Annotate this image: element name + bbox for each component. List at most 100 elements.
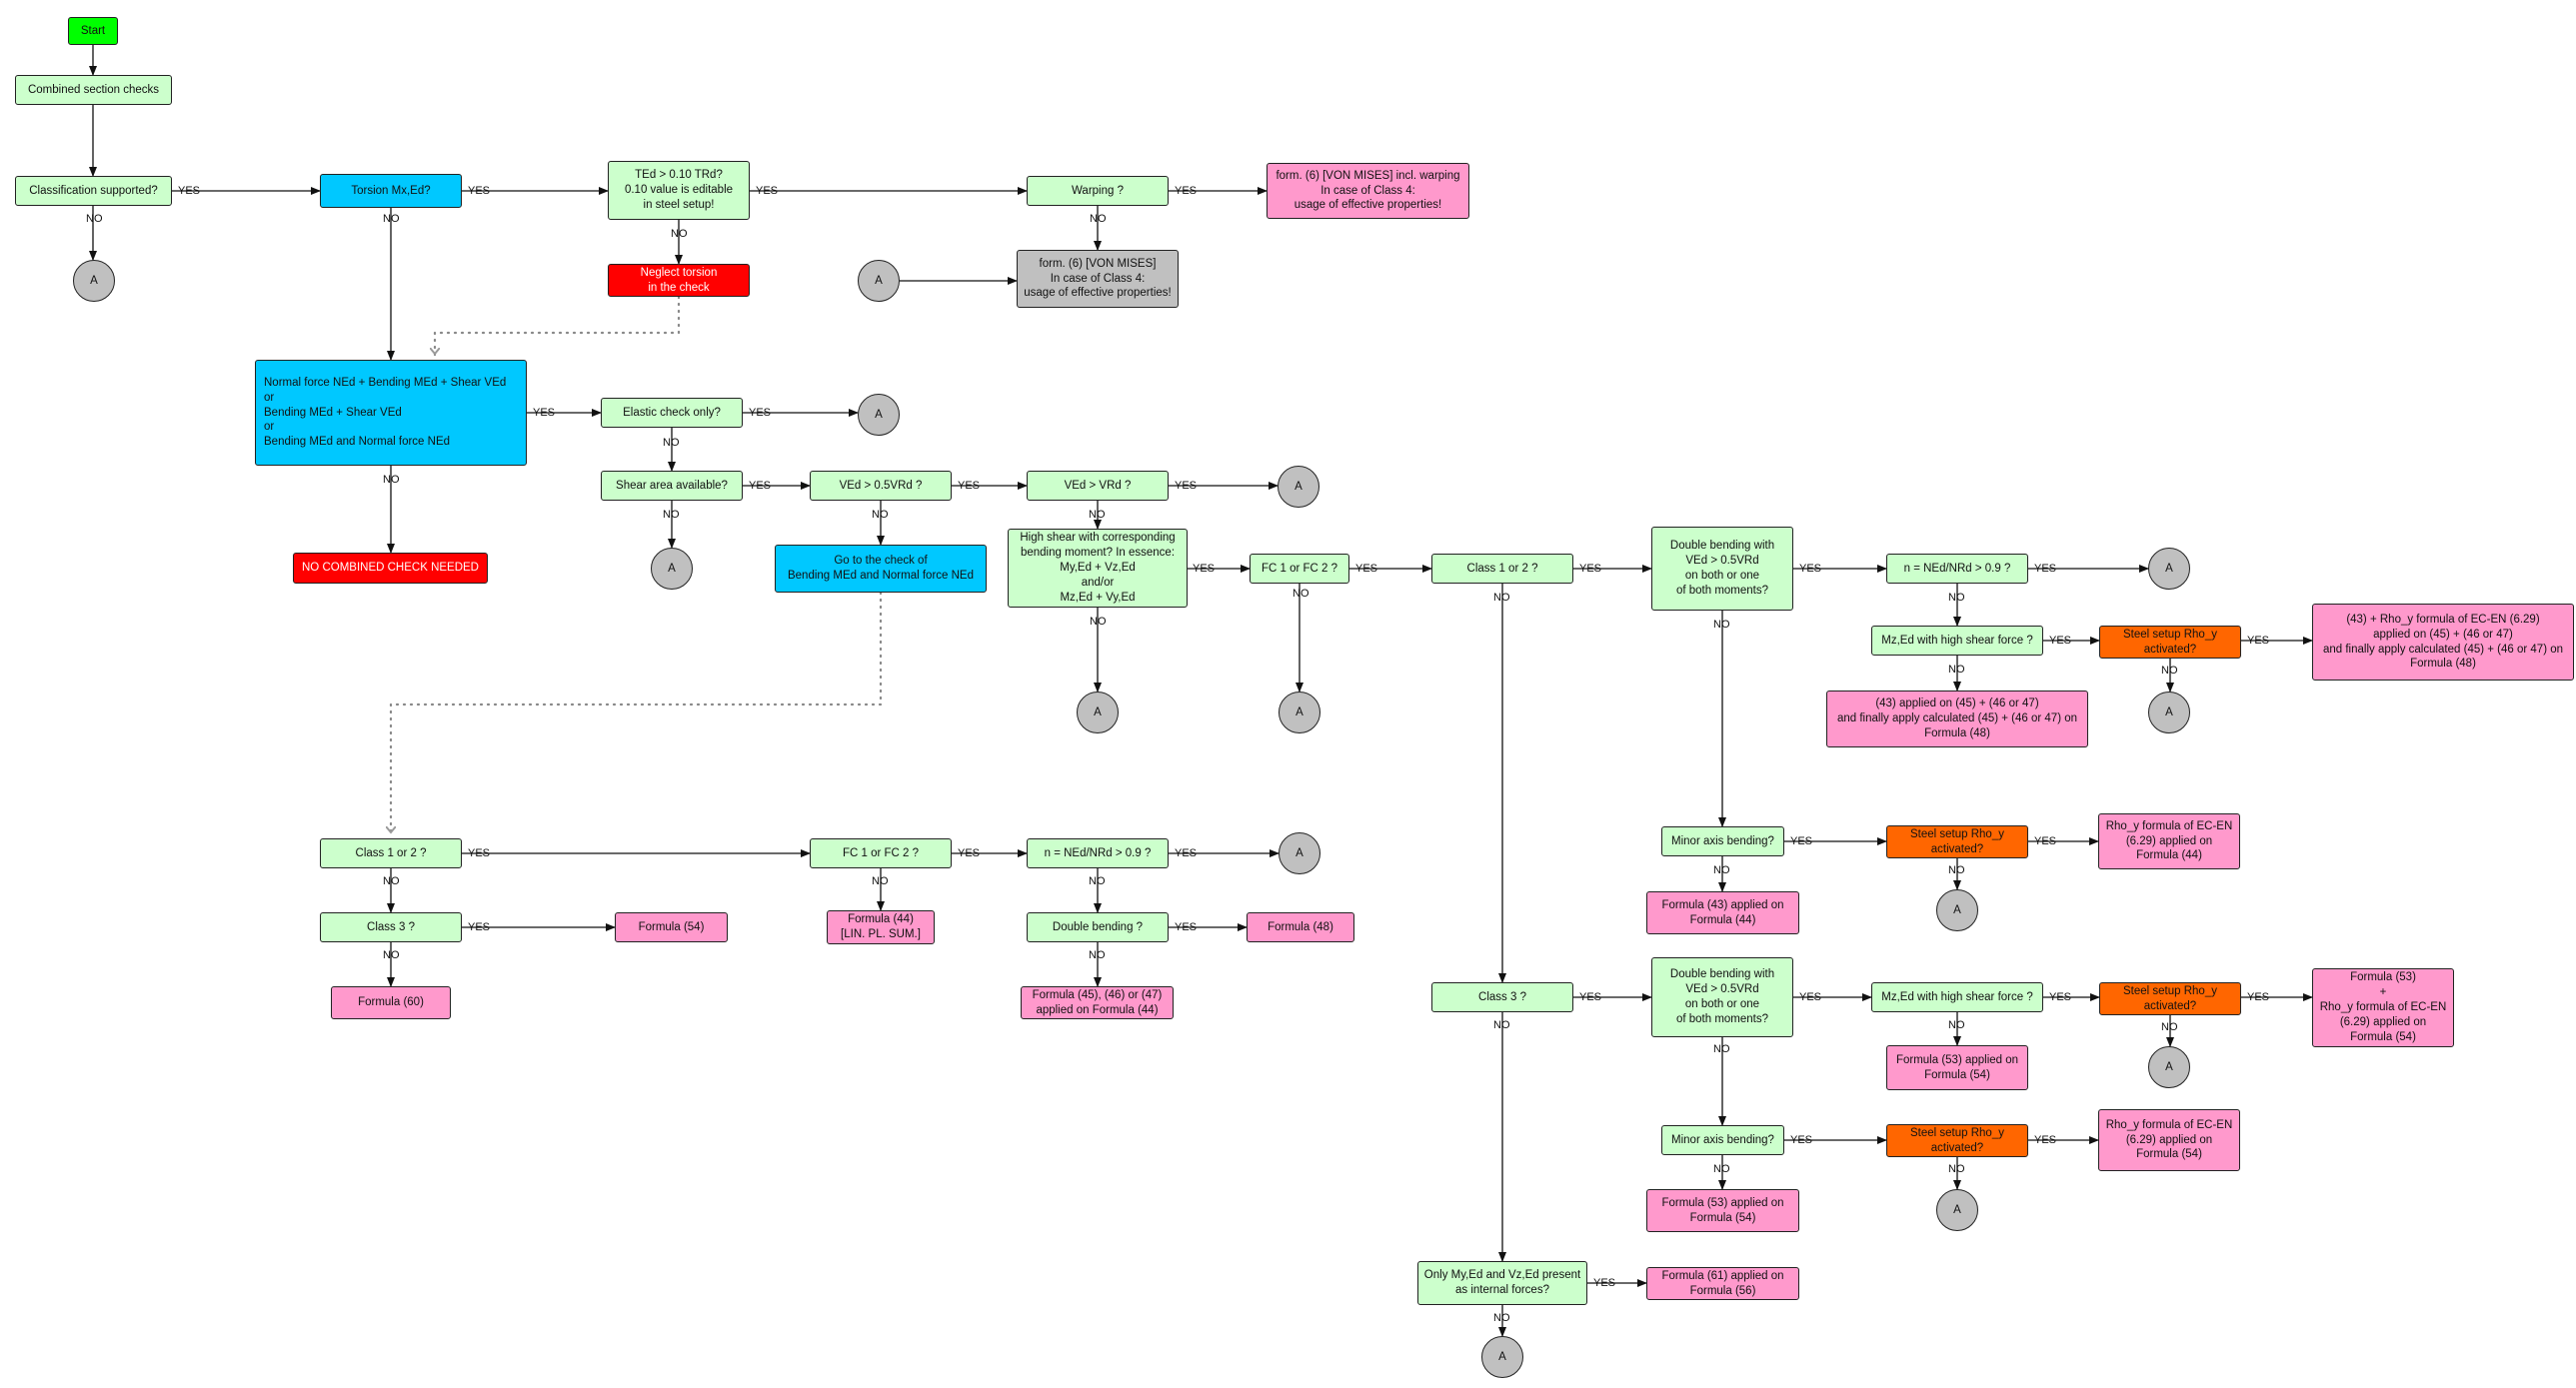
start-node: Start (68, 17, 118, 45)
formula-60-node: Formula (60) (331, 986, 451, 1019)
connector-a-circle: A (858, 260, 900, 302)
yes-label: YES (1790, 835, 1813, 847)
vonmises-formula: form. (6) [VON MISES] In case of Class 4… (1017, 250, 1179, 308)
yes-label: YES (1593, 1277, 1616, 1289)
no-label: NO (1948, 1019, 1965, 1031)
double-bending-2-decision: Double bending with VEd > 0.5VRd on both… (1651, 957, 1793, 1037)
fc12-low-decision: FC 1 or FC 2 ? (810, 838, 952, 868)
connector-a-circle: A (1279, 832, 1320, 874)
no-label: NO (1089, 949, 1106, 961)
class12-top-decision: Class 1 or 2 ? (1431, 554, 1573, 584)
ved-05vrd-decision: VEd > 0.5VRd ? (810, 471, 952, 501)
double-bending-low-decision: Double bending ? (1027, 912, 1169, 942)
shear-area-decision: Shear area available? (601, 471, 743, 501)
goto-check-node: Go to the check of Bending MEd and Norma… (775, 545, 987, 593)
steel-setup-4-decision: Steel setup Rho_y activated? (1886, 1124, 2028, 1157)
f53-54-a-formula: Formula (53) applied on Formula (54) (1886, 1045, 2028, 1090)
minor-axis-2-decision: Minor axis bending? (1661, 1125, 1784, 1155)
no-label: NO (1948, 664, 1965, 676)
no-label: NO (1090, 616, 1107, 628)
yes-label: YES (1799, 991, 1822, 1003)
yes-label: YES (1790, 1134, 1813, 1146)
yes-label: YES (958, 480, 981, 492)
yes-label: YES (1193, 563, 1216, 575)
no-label: NO (671, 228, 688, 240)
yes-label: YES (1175, 185, 1198, 197)
f45-46-47-formula: Formula (45), (46) or (47) applied on Fo… (1021, 986, 1174, 1019)
no-label: NO (872, 509, 889, 521)
dotted-flow-arrow (435, 295, 681, 360)
connector-a-circle: A (1481, 1336, 1523, 1378)
yes-label: YES (1579, 991, 1602, 1003)
vonmises-warping-formula: form. (6) [VON MISES] incl. warping In c… (1267, 163, 1469, 219)
no-label: NO (1713, 1163, 1730, 1175)
yes-label: YES (2049, 991, 2072, 1003)
yes-label: YES (2034, 835, 2057, 847)
dotted-flow-arrow (391, 591, 883, 838)
minor-axis-1-decision: Minor axis bending? (1661, 826, 1784, 856)
connector-a-circle: A (1279, 692, 1320, 733)
connector-a-circle: A (858, 394, 900, 436)
no-label: NO (1090, 213, 1107, 225)
no-label: NO (1292, 588, 1309, 600)
formula-54-node: Formula (54) (615, 912, 728, 942)
torsion-mx-decision: Torsion Mx,Ed? (320, 174, 462, 208)
class12-low-decision: Class 1 or 2 ? (320, 838, 462, 868)
no-label: NO (872, 875, 889, 887)
connector-a-circle: A (73, 260, 115, 302)
f43-rho-formula: (43) + Rho_y formula of EC-EN (6.29) app… (2312, 604, 2574, 681)
f43-44-formula: Formula (43) applied on Formula (44) (1646, 891, 1799, 934)
yes-label: YES (749, 407, 772, 419)
ved-vrd-decision: VEd > VRd ? (1027, 471, 1169, 501)
connector-a-circle: A (2148, 548, 2190, 590)
yes-label: YES (2247, 991, 2270, 1003)
combined-section-checks-node: Combined section checks (15, 75, 172, 105)
no-label: NO (1713, 619, 1730, 631)
yes-label: YES (756, 185, 779, 197)
fc12-top-decision: FC 1 or FC 2 ? (1250, 554, 1349, 584)
yes-label: YES (1799, 563, 1822, 575)
yes-label: YES (468, 847, 491, 859)
yes-label: YES (1175, 921, 1198, 933)
yes-label: YES (749, 480, 772, 492)
yes-label: YES (178, 185, 201, 197)
no-label: NO (1948, 864, 1965, 876)
yes-label: YES (1175, 480, 1198, 492)
f61-56-formula: Formula (61) applied on Formula (56) (1646, 1267, 1799, 1300)
neglect-torsion-node: Neglect torsion in the check (608, 264, 750, 297)
formula-48-node: Formula (48) (1247, 912, 1354, 942)
no-label: NO (1713, 864, 1730, 876)
class3-right-decision: Class 3 ? (1431, 982, 1573, 1012)
elastic-check-decision: Elastic check only? (601, 398, 743, 428)
yes-label: YES (2049, 635, 2072, 647)
yes-label: YES (2034, 563, 2057, 575)
connector-a-circle: A (1936, 889, 1978, 931)
connector-a-circle: A (2148, 692, 2190, 733)
no-label: NO (383, 875, 400, 887)
steel-setup-1-decision: Steel setup Rho_y activated? (2099, 626, 2241, 659)
connector-a-circle: A (1278, 466, 1319, 508)
yes-label: YES (2247, 635, 2270, 647)
connector-a-circle: A (2148, 1046, 2190, 1088)
n-ned-2-decision: n = NEd/NRd > 0.9 ? (1027, 838, 1169, 868)
yes-label: YES (1355, 563, 1378, 575)
f53-rho-formula: Formula (53) + Rho_y formula of EC-EN (6… (2312, 968, 2454, 1047)
no-label: NO (663, 509, 680, 521)
no-label: NO (1493, 1019, 1510, 1031)
connector-a-circle: A (1077, 692, 1119, 733)
no-label: NO (86, 213, 103, 225)
formula-44-node: Formula (44) [LIN. PL. SUM.] (827, 910, 935, 944)
f53-54-b-formula: Formula (53) applied on Formula (54) (1646, 1189, 1799, 1232)
connector-a-circle: A (1936, 1189, 1978, 1231)
no-label: NO (383, 213, 400, 225)
class3-low-decision: Class 3 ? (320, 912, 462, 942)
high-shear-decision: High shear with corresponding bending mo… (1008, 529, 1188, 608)
n-ned-1-decision: n = NEd/NRd > 0.9 ? (1886, 554, 2028, 584)
yes-label: YES (958, 847, 981, 859)
no-label: NO (2161, 1021, 2178, 1033)
no-label: NO (2161, 665, 2178, 677)
f43-applied-formula: (43) applied on (45) + (46 or 47) and fi… (1826, 691, 2088, 747)
no-label: NO (1089, 875, 1106, 887)
